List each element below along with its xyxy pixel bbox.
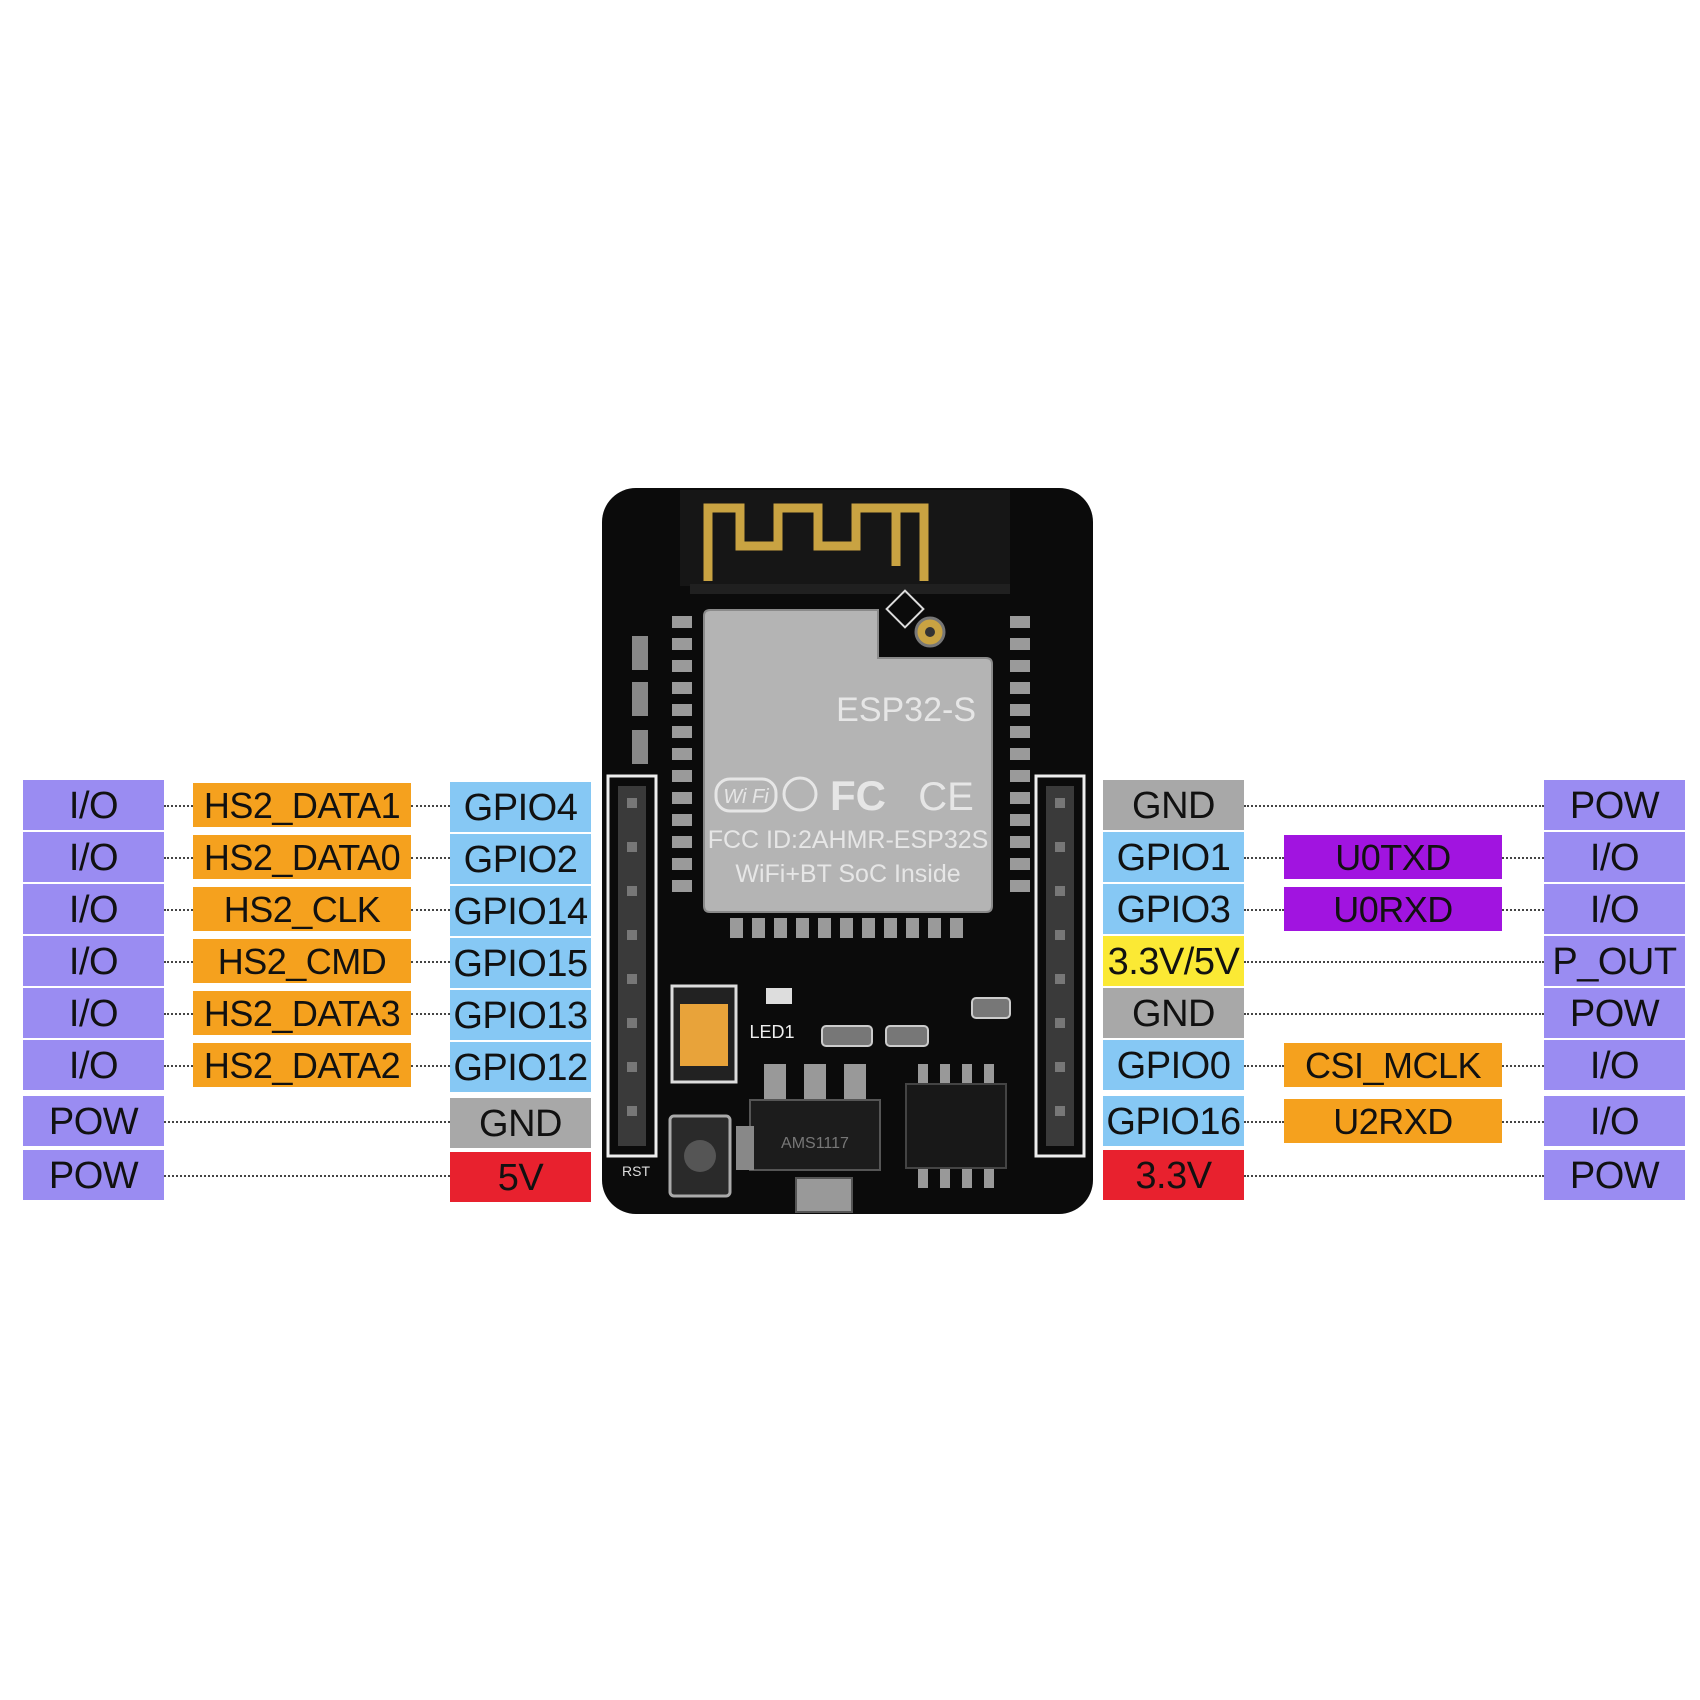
left-wire: [411, 1065, 450, 1067]
right-role-label: POW: [1544, 988, 1685, 1038]
left-wire: [164, 1175, 450, 1177]
right-wire: [1244, 909, 1284, 911]
shield-fcc-id: FCC ID:2AHMR-ESP32S: [708, 826, 989, 854]
fcc-logo: FC: [830, 772, 886, 819]
right-wire: [1244, 805, 1544, 807]
right-role-label: P_OUT: [1544, 936, 1685, 986]
left-pin-label: GPIO4: [450, 782, 591, 832]
left-function-label: HS2_DATA1: [193, 783, 411, 827]
right-function-label: U2RXD: [1284, 1099, 1502, 1143]
regulator-text: AMS1117: [781, 1135, 849, 1152]
right-role-label: I/O: [1544, 832, 1685, 882]
right-function-label: U0RXD: [1284, 887, 1502, 931]
left-pin-label: GND: [450, 1098, 591, 1148]
right-role-label: I/O: [1544, 1096, 1685, 1146]
left-pin-label: 5V: [450, 1152, 591, 1202]
left-wire: [164, 1065, 193, 1067]
right-role-label: I/O: [1544, 1040, 1685, 1090]
right-wire: [1244, 1013, 1544, 1015]
esp32-shield: [703, 609, 993, 913]
left-pin-header: [606, 774, 658, 1158]
right-pin-label: GPIO0: [1103, 1040, 1244, 1090]
right-pin-label: GPIO16: [1103, 1096, 1244, 1146]
left-function-label: HS2_CLK: [193, 887, 411, 931]
left-role-label: I/O: [23, 988, 164, 1038]
left-wire: [411, 805, 450, 807]
left-function-label: HS2_DATA3: [193, 991, 411, 1035]
right-pin-label: 3.3V: [1103, 1150, 1244, 1200]
left-function-label: HS2_DATA2: [193, 1043, 411, 1087]
left-function-label: HS2_DATA0: [193, 835, 411, 879]
right-wire: [1244, 857, 1284, 859]
left-wire: [411, 961, 450, 963]
shield-title: ESP32-S: [836, 691, 976, 729]
right-wire: [1244, 961, 1544, 963]
module-pads: [672, 616, 1030, 938]
left-pin-label: GPIO14: [450, 886, 591, 936]
left-role-label: I/O: [23, 1040, 164, 1090]
right-wire: [1502, 1121, 1544, 1123]
left-role-label: I/O: [23, 936, 164, 986]
left-wire: [164, 961, 193, 963]
pcb-antenna-trace: [703, 503, 929, 581]
right-pin-label: GPIO3: [1103, 884, 1244, 934]
right-role-label: POW: [1544, 780, 1685, 830]
left-wire: [164, 1013, 193, 1015]
left-wire: [411, 909, 450, 911]
left-wire: [164, 909, 193, 911]
left-pin-label: GPIO15: [450, 938, 591, 988]
right-pin-label: GND: [1103, 780, 1244, 830]
right-wire: [1502, 857, 1544, 859]
right-wire: [1502, 1065, 1544, 1067]
right-role-label: POW: [1544, 1150, 1685, 1200]
left-role-label: POW: [23, 1150, 164, 1200]
right-pin-label: 3.3V/5V: [1103, 936, 1244, 986]
left-wire: [164, 805, 193, 807]
right-pin-header: [1034, 774, 1086, 1158]
right-wire: [1244, 1121, 1284, 1123]
esp32-cam-board: ESP32-S Wi Fi FC CE FCC ID:2AHMR-ESP32S …: [602, 488, 1093, 1214]
right-pin-label: GPIO1: [1103, 832, 1244, 882]
left-function-label: HS2_CMD: [193, 939, 411, 983]
left-role-label: I/O: [23, 884, 164, 934]
shield-soc-text: WiFi+BT SoC Inside: [735, 860, 960, 888]
ce-logo: CE: [918, 775, 974, 819]
right-wire: [1502, 909, 1544, 911]
right-role-label: I/O: [1544, 884, 1685, 934]
left-wire: [411, 1013, 450, 1015]
rst-label: RST: [622, 1163, 650, 1179]
right-function-label: CSI_MCLK: [1284, 1043, 1502, 1087]
left-wire: [164, 1121, 450, 1123]
left-role-label: I/O: [23, 780, 164, 830]
led-label: LED1: [749, 1022, 794, 1042]
right-wire: [1244, 1175, 1544, 1177]
left-wire: [411, 857, 450, 859]
wifi-logo: Wi Fi: [723, 786, 769, 808]
right-function-label: U0TXD: [1284, 835, 1502, 879]
left-wire: [164, 857, 193, 859]
left-pin-label: GPIO12: [450, 1042, 591, 1092]
left-role-label: POW: [23, 1096, 164, 1146]
left-pin-label: GPIO13: [450, 990, 591, 1040]
left-pin-label: GPIO2: [450, 834, 591, 884]
right-wire: [1244, 1065, 1284, 1067]
left-role-label: I/O: [23, 832, 164, 882]
right-pin-label: GND: [1103, 988, 1244, 1038]
